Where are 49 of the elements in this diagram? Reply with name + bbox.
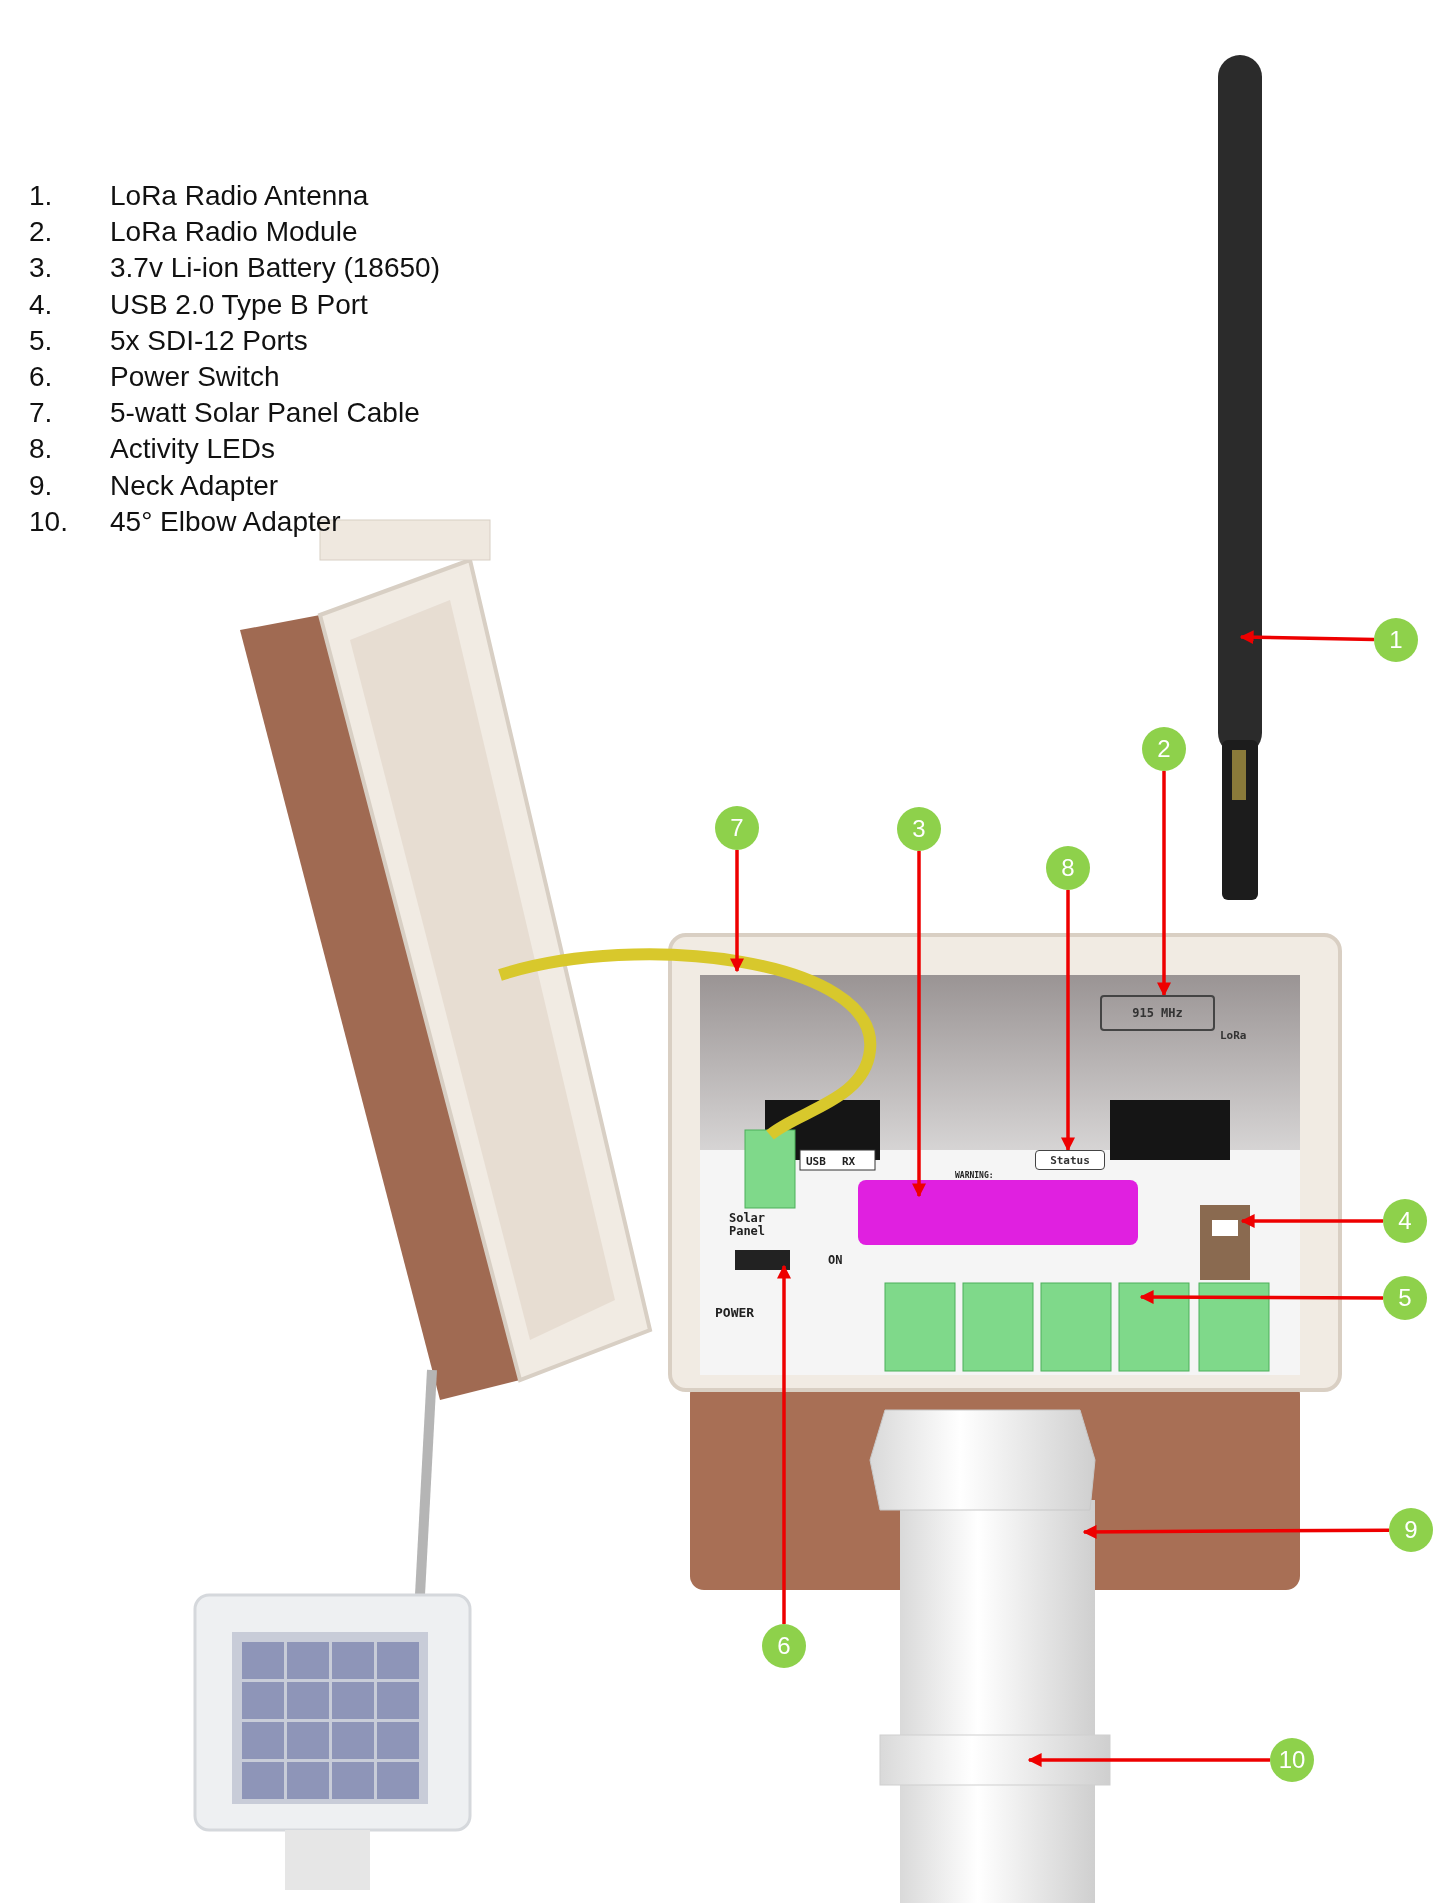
- list-number: 2.: [29, 218, 53, 247]
- list-number: 6.: [29, 363, 53, 391]
- callout-number: 3: [897, 807, 941, 851]
- board-marking: RX: [842, 1156, 856, 1169]
- leader-line: [777, 1264, 791, 1624]
- callout-number: 9: [1389, 1508, 1433, 1552]
- part-name: 3.7v Li-ion Battery (18650): [110, 254, 440, 283]
- leader-line: [1082, 1524, 1389, 1539]
- list-number: 7.: [29, 399, 53, 428]
- leader-line: [1061, 890, 1075, 1152]
- callout-number: 6: [762, 1624, 806, 1668]
- part-name: USB 2.0 Type B Port: [110, 290, 368, 319]
- leader-line: [1240, 1214, 1383, 1228]
- leader-line: [912, 851, 926, 1198]
- list-number: 8.: [29, 435, 53, 464]
- board-marking: Solar Panel: [727, 1212, 767, 1239]
- part-name: Power Switch: [110, 363, 280, 391]
- board-marking: 915 MHz: [1100, 995, 1215, 1031]
- part-name: Neck Adapter: [110, 471, 279, 500]
- list-number: 5.: [29, 326, 53, 355]
- list-number: 4.: [29, 290, 53, 319]
- callout-number: 1: [1374, 618, 1418, 662]
- board-marking: Status: [1035, 1150, 1105, 1170]
- leader-line: [730, 850, 744, 973]
- callout-number: 7: [715, 806, 759, 850]
- part-name: 45° Elbow Adapter: [110, 507, 341, 536]
- list-number: 1.: [29, 182, 53, 210]
- part-name: LoRa Radio Module: [110, 218, 358, 247]
- list-number: 10.: [29, 507, 68, 536]
- leader-line: [1239, 630, 1375, 645]
- leader-line: [1027, 1753, 1270, 1767]
- leader-line: [1139, 1290, 1383, 1305]
- board-marking: ON: [828, 1254, 843, 1268]
- callout-number: 10: [1270, 1738, 1314, 1782]
- callout-number: 4: [1383, 1199, 1427, 1243]
- callout-number: 2: [1142, 727, 1186, 771]
- part-name: Activity LEDs: [110, 435, 275, 464]
- list-number: 3.: [29, 254, 53, 283]
- part-name: LoRa Radio Antenna: [110, 182, 369, 210]
- part-name: 5-watt Solar Panel Cable: [110, 399, 420, 428]
- board-marking: POWER: [715, 1306, 755, 1321]
- list-number: 9.: [29, 471, 53, 500]
- callout-number: 8: [1046, 846, 1090, 890]
- board-marking: USB: [806, 1156, 826, 1169]
- part-name: 5x SDI-12 Ports: [110, 326, 308, 355]
- board-marking: LoRa: [1220, 1030, 1247, 1043]
- leader-line: [1157, 771, 1171, 997]
- board-marking: WARNING:: [955, 1172, 994, 1181]
- callout-number: 5: [1383, 1276, 1427, 1320]
